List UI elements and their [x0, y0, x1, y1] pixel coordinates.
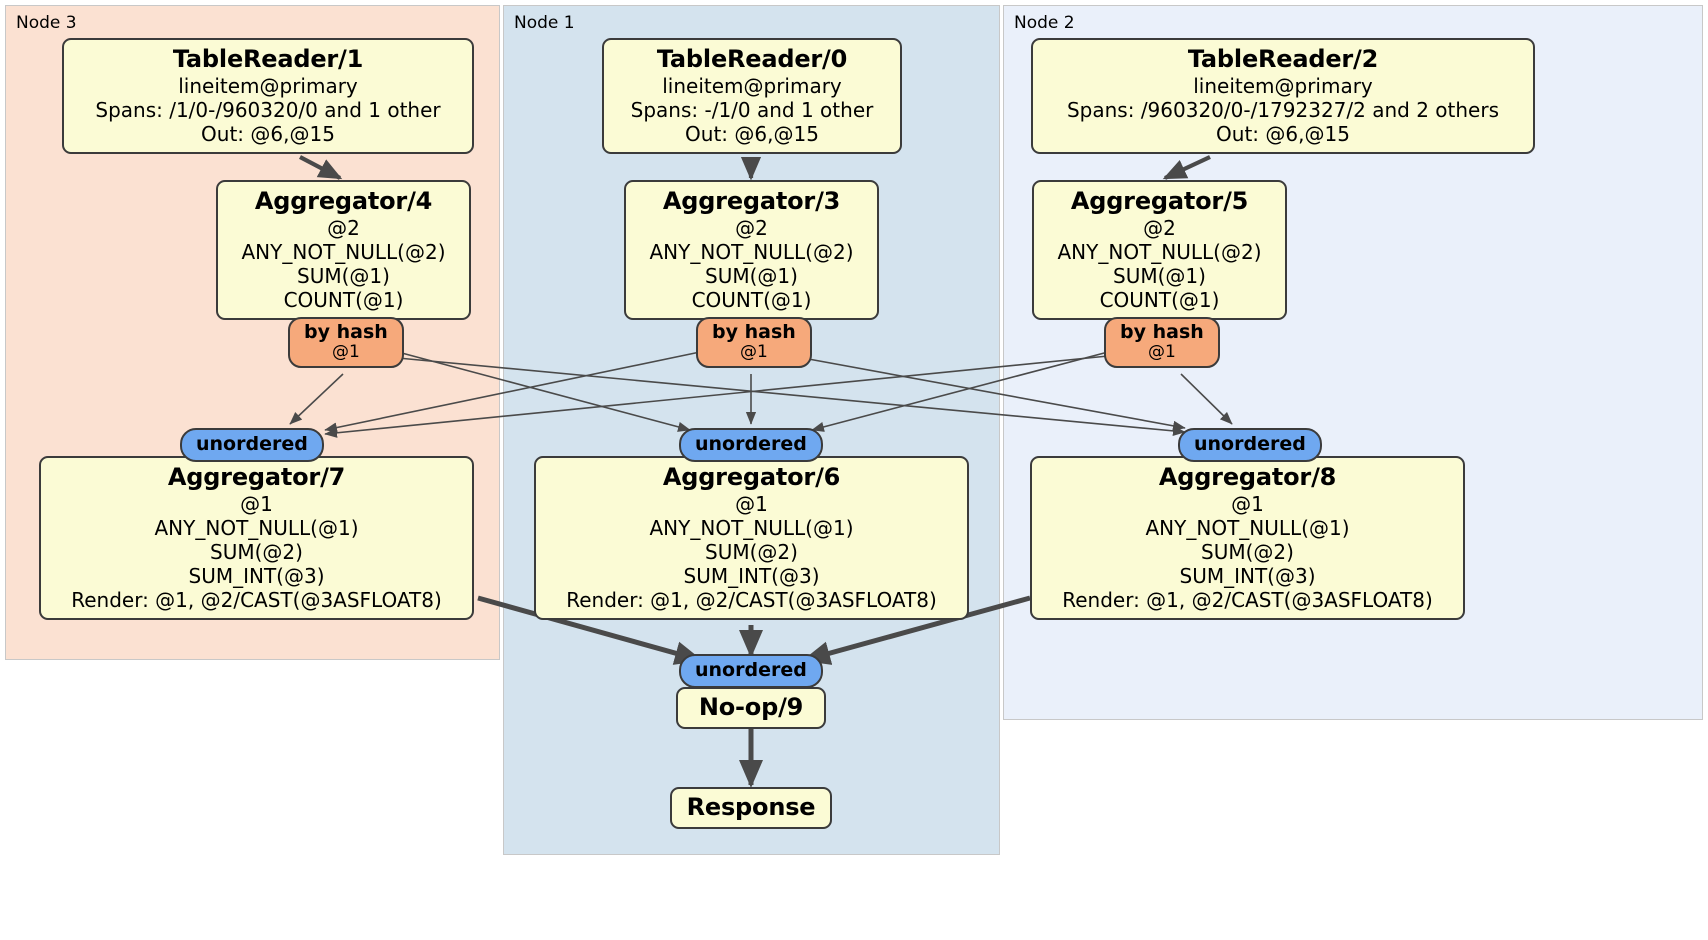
synchronizer-aggregator-8[interactable]: unordered: [1178, 428, 1322, 463]
processor-detail-agg1: ANY_NOT_NULL(@1): [649, 515, 854, 540]
processor-response[interactable]: Response: [670, 787, 832, 829]
processor-detail-groupcol: @1: [1231, 491, 1264, 516]
processor-detail-agg3: SUM_INT(@3): [188, 563, 325, 588]
processor-table-reader-0[interactable]: TableReader/0 lineitem@primary Spans: -/…: [602, 38, 902, 154]
processor-detail-table: lineitem@primary: [662, 73, 842, 98]
processor-table-reader-1[interactable]: TableReader/1 lineitem@primary Spans: /1…: [62, 38, 474, 154]
processor-detail-agg1: ANY_NOT_NULL(@1): [1145, 515, 1350, 540]
processor-detail-agg2: SUM(@2): [210, 539, 303, 564]
processor-aggregator-6[interactable]: Aggregator/6 @1 ANY_NOT_NULL(@1) SUM(@2)…: [534, 456, 969, 620]
processor-detail-agg3: COUNT(@1): [691, 287, 812, 312]
processor-detail-spans: Spans: -/1/0 and 1 other: [630, 97, 874, 122]
hash-router-label: by hash: [712, 321, 796, 343]
processor-detail-table: lineitem@primary: [1193, 73, 1373, 98]
synchronizer-label: unordered: [695, 659, 807, 681]
processor-detail-render: Render: @1, @2/CAST(@3ASFLOAT8): [1062, 587, 1433, 612]
processor-aggregator-7[interactable]: Aggregator/7 @1 ANY_NOT_NULL(@1) SUM(@2)…: [39, 456, 474, 620]
synchronizer-final[interactable]: unordered: [679, 654, 823, 689]
processor-title: Aggregator/5: [1070, 187, 1249, 215]
synchronizer-aggregator-6[interactable]: unordered: [679, 428, 823, 463]
processor-title: Aggregator/6: [662, 463, 841, 491]
hash-router-column: @1: [1147, 342, 1176, 363]
node-panel-label-node3: Node 3: [16, 13, 77, 33]
hash-router-column: @1: [331, 342, 360, 363]
synchronizer-label: unordered: [695, 433, 807, 455]
processor-detail-agg3: COUNT(@1): [1099, 287, 1220, 312]
processor-detail-groupcol: @2: [735, 215, 768, 240]
processor-detail-agg1: ANY_NOT_NULL(@2): [241, 239, 446, 264]
processor-aggregator-5[interactable]: Aggregator/5 @2 ANY_NOT_NULL(@2) SUM(@1)…: [1032, 180, 1287, 320]
processor-aggregator-4[interactable]: Aggregator/4 @2 ANY_NOT_NULL(@2) SUM(@1)…: [216, 180, 471, 320]
processor-title: Aggregator/4: [254, 187, 433, 215]
processor-title: TableReader/0: [656, 45, 848, 73]
processor-title: Aggregator/3: [662, 187, 841, 215]
processor-detail-agg1: ANY_NOT_NULL(@2): [649, 239, 854, 264]
processor-detail-agg3: SUM_INT(@3): [683, 563, 820, 588]
processor-detail-groupcol: @2: [327, 215, 360, 240]
processor-table-reader-2[interactable]: TableReader/2 lineitem@primary Spans: /9…: [1031, 38, 1535, 154]
processor-detail-table: lineitem@primary: [178, 73, 358, 98]
processor-noop-9[interactable]: No-op/9: [676, 687, 826, 729]
processor-detail-spans: Spans: /960320/0-/1792327/2 and 2 others: [1066, 97, 1499, 122]
processor-detail-agg2: SUM(@1): [705, 263, 798, 288]
processor-title: Aggregator/7: [167, 463, 346, 491]
hash-router-aggregator-5[interactable]: by hash @1: [1104, 317, 1220, 369]
hash-router-label: by hash: [304, 321, 388, 343]
hash-router-aggregator-3[interactable]: by hash @1: [696, 317, 812, 369]
processor-detail-agg3: COUNT(@1): [283, 287, 404, 312]
processor-detail-agg1: ANY_NOT_NULL(@1): [154, 515, 359, 540]
processor-detail-agg2: SUM(@2): [705, 539, 798, 564]
processor-detail-agg2: SUM(@1): [1113, 263, 1206, 288]
processor-detail-agg2: SUM(@1): [297, 263, 390, 288]
hash-router-column: @1: [739, 342, 768, 363]
processor-title: Response: [686, 793, 816, 821]
processor-title: Aggregator/8: [1158, 463, 1337, 491]
processor-aggregator-8[interactable]: Aggregator/8 @1 ANY_NOT_NULL(@1) SUM(@2)…: [1030, 456, 1465, 620]
processor-detail-out: Out: @6,@15: [685, 121, 819, 146]
processor-title: TableReader/1: [172, 45, 364, 73]
processor-detail-spans: Spans: /1/0-/960320/0 and 1 other: [95, 97, 441, 122]
processor-detail-groupcol: @2: [1143, 215, 1176, 240]
synchronizer-label: unordered: [196, 433, 308, 455]
processor-detail-render: Render: @1, @2/CAST(@3ASFLOAT8): [566, 587, 937, 612]
synchronizer-aggregator-7[interactable]: unordered: [180, 428, 324, 463]
synchronizer-label: unordered: [1194, 433, 1306, 455]
processor-detail-groupcol: @1: [240, 491, 273, 516]
processor-aggregator-3[interactable]: Aggregator/3 @2 ANY_NOT_NULL(@2) SUM(@1)…: [624, 180, 879, 320]
processor-detail-agg1: ANY_NOT_NULL(@2): [1057, 239, 1262, 264]
node-panel-label-node1: Node 1: [514, 13, 575, 33]
node-panel-label-node2: Node 2: [1014, 13, 1075, 33]
processor-detail-agg3: SUM_INT(@3): [1179, 563, 1316, 588]
processor-title: No-op/9: [698, 693, 804, 721]
hash-router-aggregator-4[interactable]: by hash @1: [288, 317, 404, 369]
processor-detail-agg2: SUM(@2): [1201, 539, 1294, 564]
processor-detail-out: Out: @6,@15: [201, 121, 335, 146]
processor-title: TableReader/2: [1187, 45, 1379, 73]
hash-router-label: by hash: [1120, 321, 1204, 343]
processor-detail-render: Render: @1, @2/CAST(@3ASFLOAT8): [71, 587, 442, 612]
processor-detail-out: Out: @6,@15: [1216, 121, 1350, 146]
processor-detail-groupcol: @1: [735, 491, 768, 516]
